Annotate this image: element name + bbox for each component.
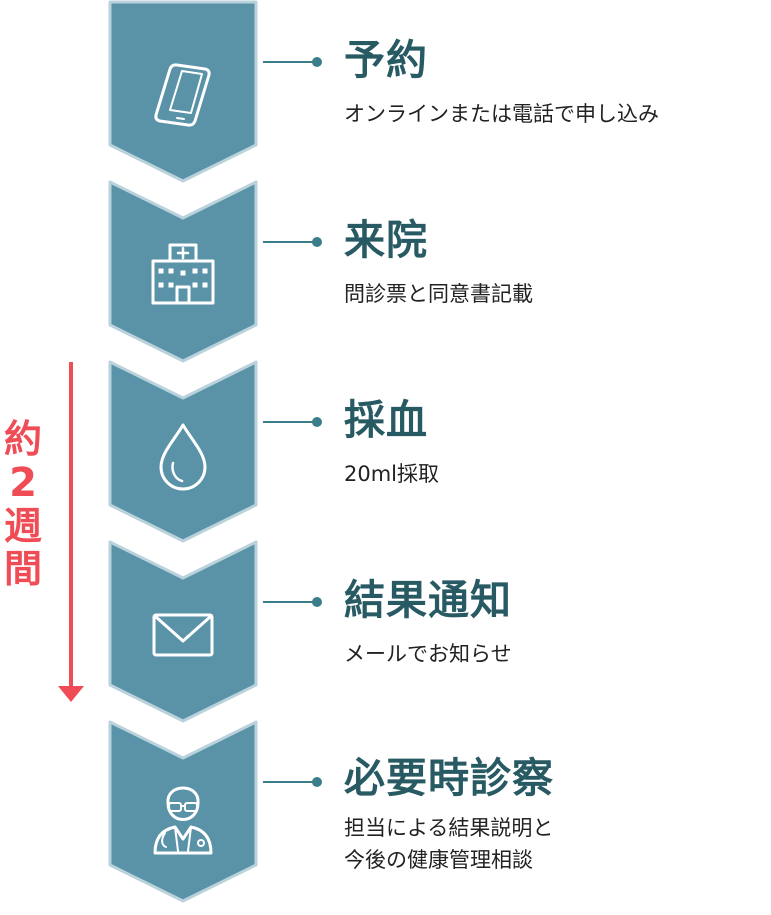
step-description-line: オンラインまたは電話で申し込み <box>344 102 659 126</box>
step-title: 来院 <box>344 216 428 264</box>
envelope-icon <box>152 613 214 657</box>
duration-label: 約 2 週 間 <box>0 418 46 590</box>
step-chevron <box>108 360 258 543</box>
connector-dot <box>312 57 322 67</box>
doctor-icon <box>153 786 213 855</box>
step-3: 採血 20ml採取 <box>344 400 439 491</box>
step-description: オンラインまたは電話で申し込み <box>344 99 659 131</box>
step-description: 担当による結果説明と 今後の健康管理相談 <box>344 813 554 876</box>
duration-char: 2 <box>9 459 37 506</box>
step-title: 採血 <box>344 396 428 444</box>
duration-arrow-head <box>58 686 84 702</box>
step-4: 結果通知 メールでお知らせ <box>344 580 512 671</box>
blood-drop-icon <box>159 423 207 491</box>
step-description: 問診票と同意書記載 <box>344 279 533 311</box>
duration-arrow <box>58 362 84 702</box>
step-title: 結果通知 <box>344 576 512 624</box>
step-chevron <box>108 0 258 183</box>
step-title: 予約 <box>344 36 428 84</box>
step-description: メールでお知らせ <box>344 639 512 671</box>
connector-dot <box>312 597 322 607</box>
duration-char: 週 <box>3 504 42 549</box>
connector-dot <box>312 777 322 787</box>
smartphone-icon <box>154 63 211 127</box>
step-description-line: 問診票と同意書記載 <box>344 282 533 306</box>
step-description-line: メールでお知らせ <box>344 642 512 666</box>
step-chevron <box>108 540 258 723</box>
hospital-icon <box>151 243 215 305</box>
step-description: 20ml採取 <box>344 459 439 491</box>
step-description-line: 担当による結果説明と <box>344 816 554 840</box>
connector-dot <box>312 237 322 247</box>
step-description-line: 今後の健康管理相談 <box>344 847 533 872</box>
connector-dot <box>312 417 322 427</box>
duration-char: 約 <box>3 417 42 461</box>
duration-char: 間 <box>3 546 42 591</box>
step-2: 来院 問診票と同意書記載 <box>344 220 533 311</box>
step-5: 必要時診察 担当による結果説明と 今後の健康管理相談 <box>344 758 554 876</box>
step-title: 必要時診察 <box>344 754 554 802</box>
step-chevron <box>108 720 258 903</box>
step-1: 予約 オンラインまたは電話で申し込み <box>344 40 659 131</box>
step-description-line: 20ml採取 <box>344 462 440 486</box>
